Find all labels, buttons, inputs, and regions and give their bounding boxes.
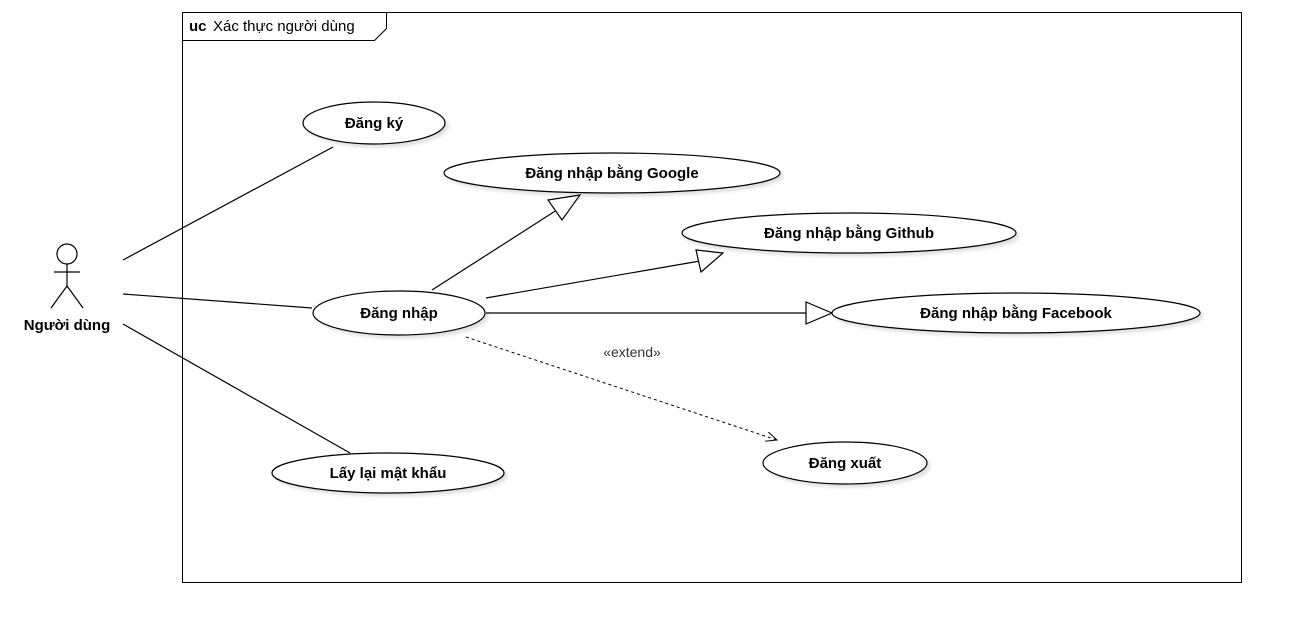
gen-github-line	[485, 260, 701, 299]
actor-user[interactable]: Người dùng	[24, 243, 111, 334]
use-case-logout[interactable]: Đăng xuất	[762, 441, 928, 485]
extend-line	[465, 336, 777, 440]
use-case-login-github-label: Đăng nhập bằng Github	[764, 224, 934, 242]
frame-title: Xác thực người dùng	[213, 18, 355, 35]
actor-name: Người dùng	[24, 317, 111, 334]
gen-google-head	[546, 194, 582, 222]
use-case-login[interactable]: Đăng nhập	[312, 290, 486, 336]
use-case-login-google[interactable]: Đăng nhập bằng Google	[443, 152, 781, 194]
assoc-recover	[122, 323, 351, 454]
use-case-register-label: Đăng ký	[345, 115, 404, 132]
frame-tab	[182, 12, 387, 41]
use-case-login-facebook[interactable]: Đăng nhập bằng Facebook	[831, 292, 1201, 334]
frame-keyword: uc	[189, 18, 207, 35]
generalizations	[431, 194, 834, 325]
assoc-login	[122, 293, 313, 309]
gen-google-line	[431, 207, 561, 291]
extend-relation: «extend»	[465, 336, 777, 440]
use-case-recover-password-label: Lấy lại mật khẩu	[330, 465, 447, 482]
associations	[122, 146, 351, 454]
use-case-login-facebook-label: Đăng nhập bằng Facebook	[920, 304, 1112, 322]
use-case-login-label: Đăng nhập	[360, 305, 438, 322]
use-case-login-github[interactable]: Đăng nhập bằng Github	[681, 212, 1017, 254]
extend-label: «extend»	[603, 344, 661, 360]
use-case-login-google-label: Đăng nhập bằng Google	[525, 164, 698, 182]
actor-head	[56, 243, 78, 265]
use-case-logout-label: Đăng xuất	[809, 455, 882, 472]
assoc-register	[122, 146, 334, 261]
gen-facebook-head	[805, 301, 834, 325]
use-case-register[interactable]: Đăng ký	[302, 101, 446, 145]
gen-github-head	[695, 249, 725, 274]
use-case-recover-password[interactable]: Lấy lại mật khẩu	[271, 452, 505, 494]
